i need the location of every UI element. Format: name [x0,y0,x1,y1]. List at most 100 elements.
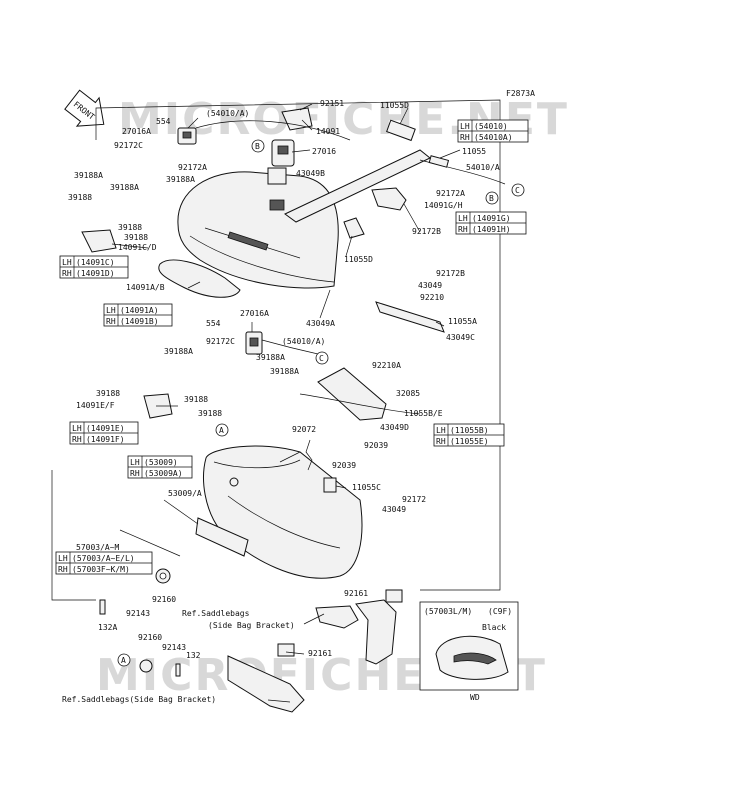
svg-text:(57003F~K/M): (57003F~K/M) [72,565,130,574]
front-arrow-icon: FRONT [64,89,105,127]
svg-text:(57003/A~E/L): (57003/A~E/L) [72,554,135,563]
label-11055: 11055 [462,147,486,156]
label-54010A-paren2: (54010/A) [282,337,325,346]
label-11055A: 11055A [448,317,477,326]
guard-53009A [195,517,249,557]
label-WD: WD [470,693,480,702]
label-39188A-6: 39188A [270,367,299,376]
label-14091: 14091 [316,127,340,136]
label-27016: 27016 [312,147,336,156]
label-ref-saddlebags-1b: (Side Bag Bracket) [208,621,295,630]
label-39188-1: 39188 [68,193,92,202]
label-39188A-3: 39188A [110,183,139,192]
label-92161-2: 92161 [308,649,332,658]
rail-11055A [375,301,445,333]
label-39188-6: 39188 [198,409,222,418]
washer-92160-bottom [139,659,153,673]
svg-text:(14091B): (14091B) [120,317,159,326]
svg-text:(11055B): (11055B) [450,426,489,435]
bracket-14091GH [371,187,407,211]
label-39188A-2: 39188A [166,175,195,184]
label-57003AM: 57003/A~M [76,543,120,552]
callout-B-top: B [251,139,265,153]
table-14091C: LH(14091C) RH(14091D) [59,255,129,279]
reflector-14091CD [81,229,117,253]
washer-92160-top-hole [159,572,167,580]
svg-text:RH: RH [458,225,468,234]
label-53009A: 53009/A [168,489,202,498]
svg-text:LH: LH [458,214,468,223]
hinge-11055D [343,217,365,239]
svg-text:LH: LH [58,554,68,563]
svg-text:A: A [219,426,224,435]
label-92039-2: 92039 [332,461,356,470]
label-92143-1: 92143 [126,609,150,618]
bolt-132A [99,599,106,615]
svg-text:B: B [255,142,260,151]
label-132A: 132A [98,623,117,632]
svg-text:C: C [515,186,520,195]
svg-text:(53009): (53009) [144,458,178,467]
svg-text:(14091E): (14091E) [86,424,125,433]
svg-text:(14091F): (14091F) [86,435,125,444]
svg-text:LH: LH [436,426,446,435]
label-14091GH: 14091G/H [424,201,463,210]
svg-text:LH: LH [62,258,72,267]
label-92172A-mid: 92172A [436,189,465,198]
label-554-top: 554 [156,117,171,126]
label-132: 132 [186,651,201,660]
svg-text:RH: RH [436,437,446,446]
svg-text:RH: RH [58,565,68,574]
callout-C-mid: C [315,351,329,365]
label-43049-2: 43049 [382,505,406,514]
svg-text:(54010A): (54010A) [474,133,513,142]
svg-text:A: A [121,656,126,665]
cable-54010-mid [261,339,319,355]
label-92143-2: 92143 [162,643,186,652]
side-bag-bracket-upper [315,589,403,665]
label-92172C-top: 92172C [114,141,143,150]
svg-text:(14091D): (14091D) [76,269,115,278]
bolt-132 [175,663,181,677]
side-bag-bracket-lower [227,643,305,713]
table-54010: LH(54010) RH(54010A) [457,119,529,143]
molding-14091AB [158,259,241,298]
label-57003LM: (57003L/M) [424,607,472,616]
label-39188-2: 39188 [118,223,142,232]
table-11055B: LH(11055B) RH(11055E) [433,423,505,447]
label-92039-1: 92039 [364,441,388,450]
svg-text:LH: LH [130,458,140,467]
callout-C-right: C [511,183,525,197]
svg-text:RH: RH [62,269,72,278]
label-39188A-1: 39188A [74,171,103,180]
svg-text:RH: RH [130,469,140,478]
label-27016A-mid: 27016A [240,309,269,318]
label-92072: 92072 [292,425,316,434]
table-53009: LH(53009) RH(53009A) [127,455,193,479]
label-43049-1: 43049 [418,281,442,290]
label-92172B-2: 92172B [436,269,465,278]
label-39188-4: 39188 [96,389,120,398]
label-11055BE: 11055B/E [404,409,443,418]
label-554-mid: 554 [206,319,221,328]
spring-92072 [305,439,313,471]
label-43049D: 43049D [380,423,409,432]
label-C9F: (C9F) [488,607,512,616]
svg-text:LH: LH [106,306,116,315]
plate-32085 [317,367,387,421]
svg-text:(54010): (54010) [474,122,508,131]
label-11055D-mid: 11055D [344,255,373,264]
table-14091E: LH(14091E) RH(14091F) [69,421,139,445]
label-11055D-top: 11055D [380,101,409,110]
latch-27016A-top [177,127,197,145]
svg-text:RH: RH [460,133,470,142]
frame-outline [95,99,501,591]
plate-14091 [281,107,313,131]
label-14091EF: 14091E/F [76,401,115,410]
label-14091AB: 14091A/B [126,283,165,292]
table-57003: LH (57003/A~E/L) RH (57003F~K/M) [55,551,153,575]
label-black: Black [482,623,506,632]
figure-code: F2873A [506,89,535,98]
frame-outline-left [51,470,96,601]
